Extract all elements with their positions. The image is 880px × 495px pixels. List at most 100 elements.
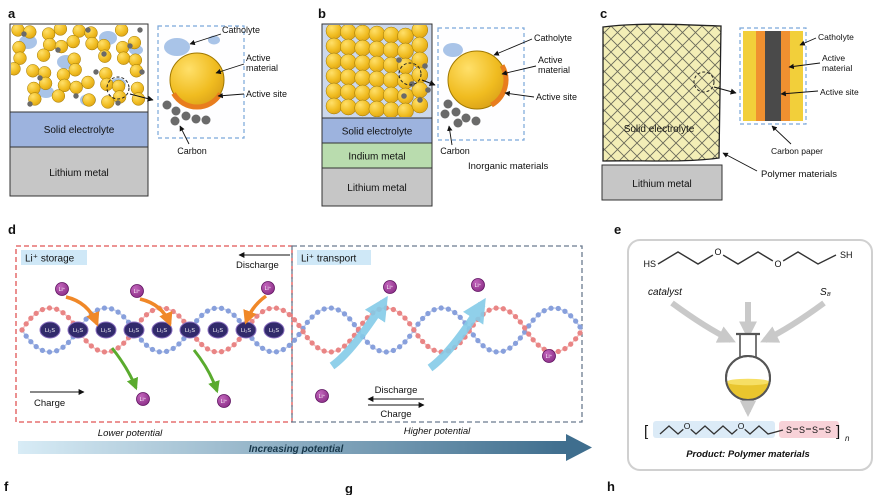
- active-material-label-2: material: [246, 63, 278, 73]
- catholyte-blob: [443, 43, 463, 57]
- catholyte-stripe-right: [790, 31, 803, 121]
- polymer-backbone: [659, 425, 784, 435]
- polymer-electrolyte-region: [602, 23, 722, 162]
- carbon-particle: [396, 57, 402, 63]
- hs-group: HS: [643, 259, 656, 269]
- li-ion: [542, 349, 556, 363]
- li-ion-label: Li⁺: [59, 287, 66, 293]
- carbon-paper-stripe: [765, 31, 781, 121]
- panel-letter-g: g: [345, 481, 353, 495]
- inorganic-materials-caption: Inorganic materials: [468, 161, 549, 172]
- active-material-particle: [340, 25, 357, 41]
- o-mask-1: [712, 246, 724, 258]
- active-material-particle: [382, 101, 400, 117]
- catholyte-label: Catholyte: [818, 32, 854, 42]
- active-material-particle: [354, 54, 371, 72]
- active-material-particle: [66, 34, 80, 49]
- flask-liquid: [726, 382, 770, 400]
- bracket-left: [: [644, 423, 649, 440]
- active-material-particle: [325, 37, 343, 55]
- lithium-metal-layer: [601, 164, 723, 201]
- oxygen-atom-1: O: [714, 247, 721, 257]
- flask-icon: [725, 332, 771, 401]
- carbon-particle: [115, 100, 121, 106]
- electrode-stripes: [743, 31, 803, 121]
- catalyst-label: catalyst: [648, 287, 683, 298]
- li-ion: [55, 282, 69, 296]
- polymer-double-helix: [19, 305, 585, 355]
- catholyte-stripe-left: [743, 31, 756, 121]
- cathode-particles: [325, 25, 431, 117]
- li2s-bead-label: Li₂S: [101, 328, 111, 334]
- active-material-particle: [340, 68, 357, 86]
- magnifier-circle: [693, 71, 715, 93]
- active-material-particle: [340, 98, 357, 116]
- active-material-particle: [36, 48, 51, 62]
- active-material-particle: [368, 55, 386, 73]
- li-transport-box: [291, 245, 583, 423]
- sulfur-atom-2: S: [799, 425, 805, 435]
- li-release-arrow-2: [192, 349, 220, 394]
- carbon-particle: [139, 69, 145, 75]
- active-material-particle: [38, 76, 53, 91]
- li-ion-label: Li⁺: [546, 354, 553, 360]
- li-ion-label: Li⁺: [387, 285, 394, 291]
- active-material-particle: [368, 40, 386, 58]
- active-material-particle: [382, 71, 400, 89]
- active-material-particle: [325, 52, 343, 70]
- lower-potential-label: Lower potential: [98, 428, 163, 439]
- storage-title-highlight: [21, 250, 87, 265]
- magnifier-circle: [106, 76, 130, 100]
- active-material-particle: [382, 86, 400, 104]
- active-material-particle: [382, 41, 400, 59]
- li-ion-label: Li⁺: [265, 286, 272, 292]
- active-material-particle: [116, 51, 131, 65]
- li2s-bead: [263, 321, 285, 339]
- dithiol-monomer: HS O O SH: [643, 246, 853, 270]
- li-transport-arrow-2: [427, 297, 486, 372]
- active-site-pointer: [217, 92, 245, 99]
- active-material-particle: [325, 67, 343, 85]
- sulfur-atom-3: S: [812, 425, 818, 435]
- zoom-arrow: [713, 86, 737, 95]
- monomer-backbone: [657, 251, 837, 265]
- active-site-label: Active site: [820, 87, 859, 97]
- active-material-particle: [69, 80, 83, 95]
- panel-c: c Solid electrolyte Lithium metal Cathol…: [600, 6, 859, 201]
- active-material-particle: [368, 100, 386, 117]
- li-ion: [130, 284, 144, 298]
- li2s-bead-label: Li₂S: [73, 328, 83, 334]
- catholyte-blob-small: [208, 35, 220, 45]
- li2s-bead-label: Li₂S: [213, 328, 223, 334]
- higher-potential-label: Higher potential: [404, 426, 471, 437]
- active-material-particle: [368, 70, 386, 88]
- indium-metal-label: Indium metal: [348, 152, 405, 163]
- active-material-particle: [411, 96, 429, 114]
- polymer-materials-pointer: [722, 152, 758, 172]
- active-material-particle: [68, 63, 82, 77]
- active-material-pointer: [215, 63, 245, 75]
- active-material-particle: [81, 75, 95, 90]
- catholyte-pointer: [799, 37, 817, 46]
- active-material-particle: [325, 25, 343, 40]
- carbon-label: Carbon: [440, 146, 470, 156]
- li-storage-title: Li⁺ storage: [25, 254, 75, 265]
- lithium-metal-layer: [9, 146, 149, 197]
- li-ion: [315, 389, 329, 403]
- catholyte-pointer: [189, 33, 222, 46]
- active-material-stripe-right: [781, 31, 790, 121]
- carbon-pointer: [179, 125, 190, 145]
- carbon-particle: [409, 81, 415, 87]
- carbon-particle: [101, 51, 107, 57]
- magnifier-circle: [398, 62, 422, 86]
- active-material-particle: [53, 25, 68, 36]
- li-ion: [471, 278, 485, 292]
- catholyte-blob: [164, 38, 190, 56]
- carbon-particle: [55, 47, 61, 53]
- carbon-cluster: [440, 99, 481, 128]
- li-ion: [217, 394, 231, 408]
- polymer-product-formula: [ O O S S S S ] n: [644, 421, 850, 443]
- active-material-particle: [340, 83, 357, 101]
